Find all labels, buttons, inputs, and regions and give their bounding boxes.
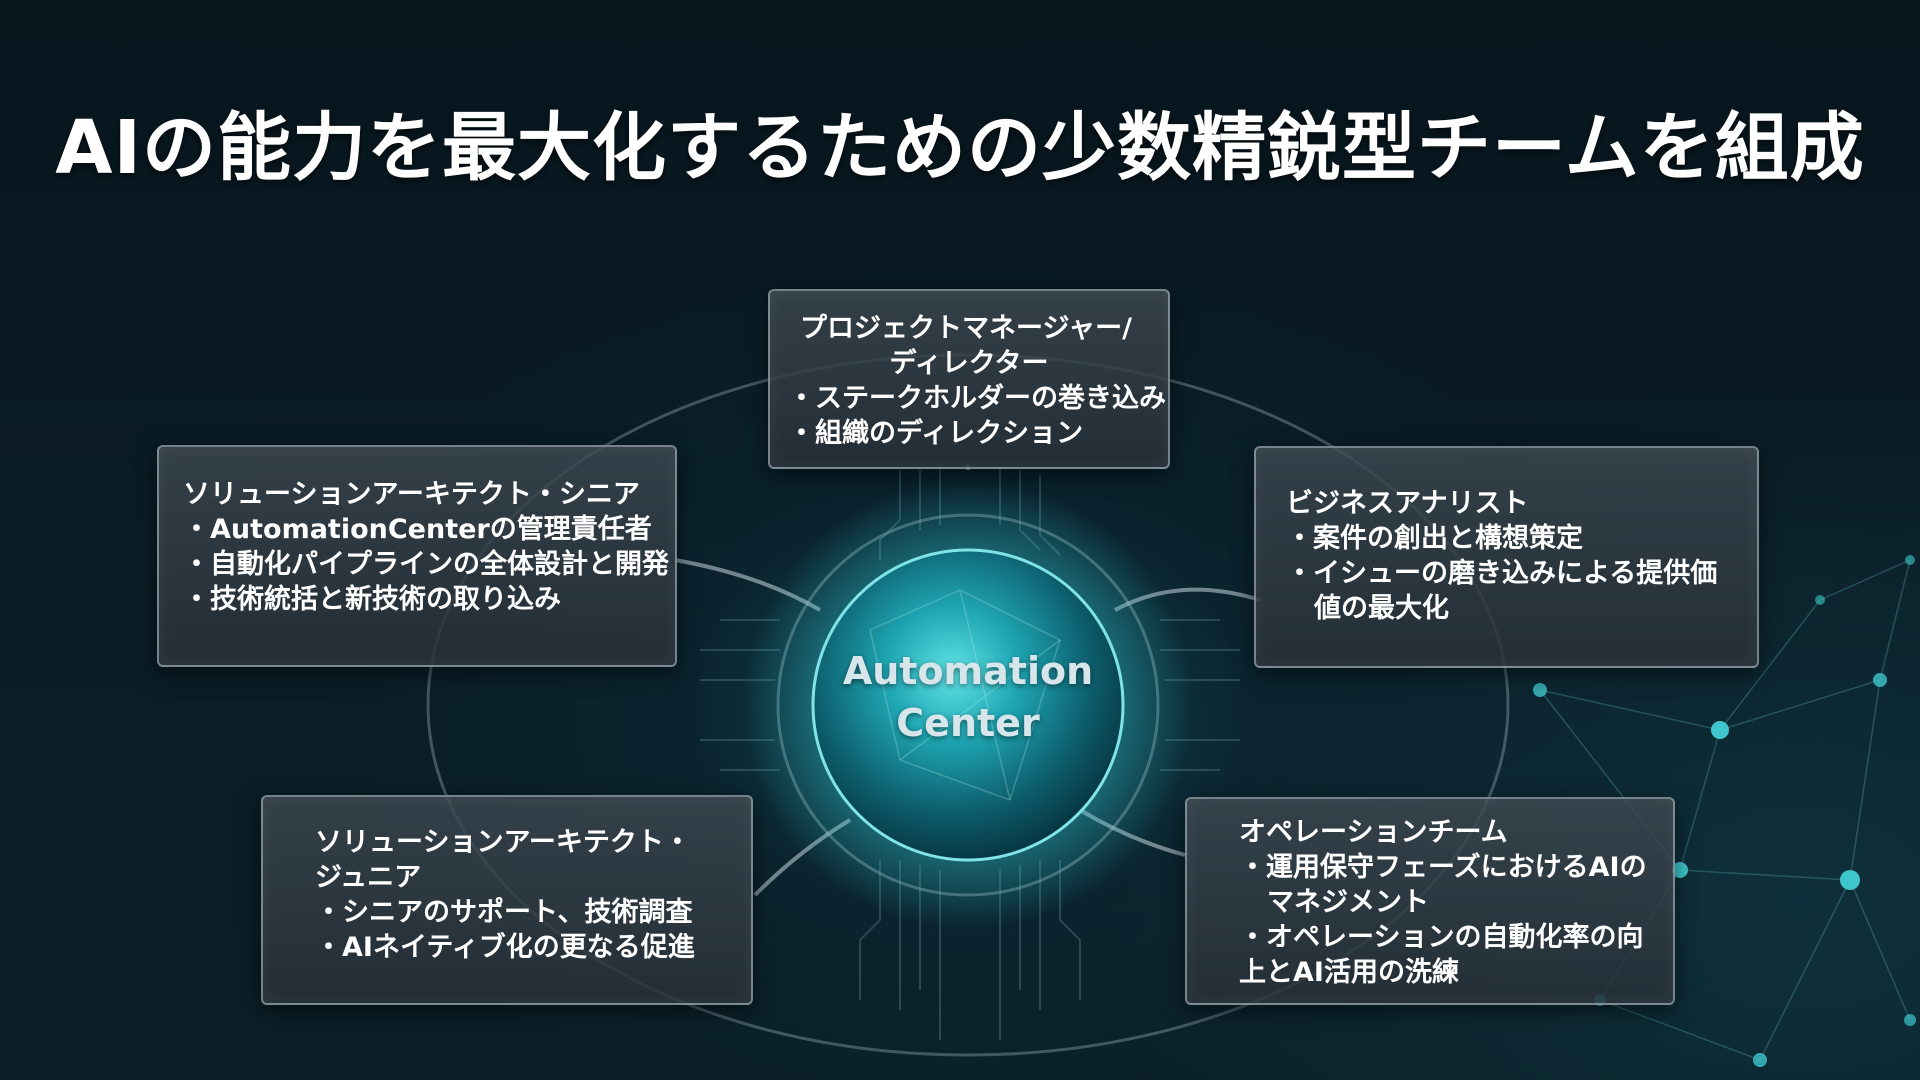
pm-bullet-1: ・ステークホルダーの巻き込み <box>788 383 1166 414</box>
role-card-operations-team: オペレーションチーム ・運用保守フェーズにおけるAIの マネジメント ・オペレー… <box>1185 797 1675 1005</box>
core-outer-ring <box>776 513 1160 897</box>
arch-junior-bullet-2: ・AIネイティブ化の更なる促進 <box>315 932 695 963</box>
analyst-title: ビジネスアナリスト <box>1286 488 1529 519</box>
arch-senior-bullet-3: ・技術統括と新技術の取り込み <box>183 584 561 615</box>
ops-bullet-2b: 上とAI活用の洗練 <box>1239 957 1459 988</box>
slide-title: AIの能力を最大化するための少数精鋭型チームを組成 <box>55 105 1865 191</box>
arch-junior-bullet-1: ・シニアのサポート、技術調査 <box>315 897 693 928</box>
analyst-bullet-2b: 値の最大化 <box>1314 593 1449 624</box>
arch-junior-title-1: ソリューションアーキテクト・ <box>315 827 691 858</box>
ops-bullet-1a: ・運用保守フェーズにおけるAIの <box>1239 852 1647 883</box>
ops-bullet-1b: マネジメント <box>1267 887 1429 918</box>
pm-title-2: ディレクター <box>889 348 1049 379</box>
orb-mesh <box>869 589 1061 801</box>
arch-junior-title-2: ジュニア <box>315 862 422 893</box>
network-graph <box>1539 559 1911 1061</box>
arch-senior-bullet-2: ・自動化パイプラインの全体設計と開発 <box>183 549 669 580</box>
core-orb <box>811 548 1125 862</box>
role-card-architect-junior: ソリューションアーキテクト・ ジュニア ・シニアのサポート、技術調査 ・AIネイ… <box>261 795 753 1005</box>
network-nodes <box>1533 555 1916 1067</box>
analyst-bullet-1: ・案件の創出と構想策定 <box>1286 523 1583 554</box>
automation-center-label: Automation Center <box>818 645 1118 749</box>
pm-bullet-2: ・組織のディレクション <box>788 418 1084 449</box>
center-line-2: Center <box>896 701 1040 745</box>
center-line-1: Automation <box>842 649 1094 693</box>
role-card-business-analyst: ビジネスアナリスト ・案件の創出と構想策定 ・イシューの磨き込みによる提供価 値… <box>1254 446 1759 668</box>
ops-title: オペレーションチーム <box>1239 817 1508 848</box>
arch-senior-title: ソリューションアーキテクト・シニア <box>183 479 640 510</box>
pm-title-1: プロジェクトマネージャー/ <box>800 313 1132 344</box>
analyst-bullet-2a: ・イシューの磨き込みによる提供価 <box>1286 558 1718 589</box>
role-card-architect-senior: ソリューションアーキテクト・シニア ・AutomationCenterの管理責任… <box>157 445 677 667</box>
arch-senior-bullet-1: ・AutomationCenterの管理責任者 <box>183 514 652 545</box>
role-card-project-manager: プロジェクトマネージャー/ ディレクター ・ステークホルダーの巻き込み ・組織の… <box>768 289 1170 469</box>
ops-bullet-2a: ・オペレーションの自動化率の向 <box>1239 922 1644 953</box>
